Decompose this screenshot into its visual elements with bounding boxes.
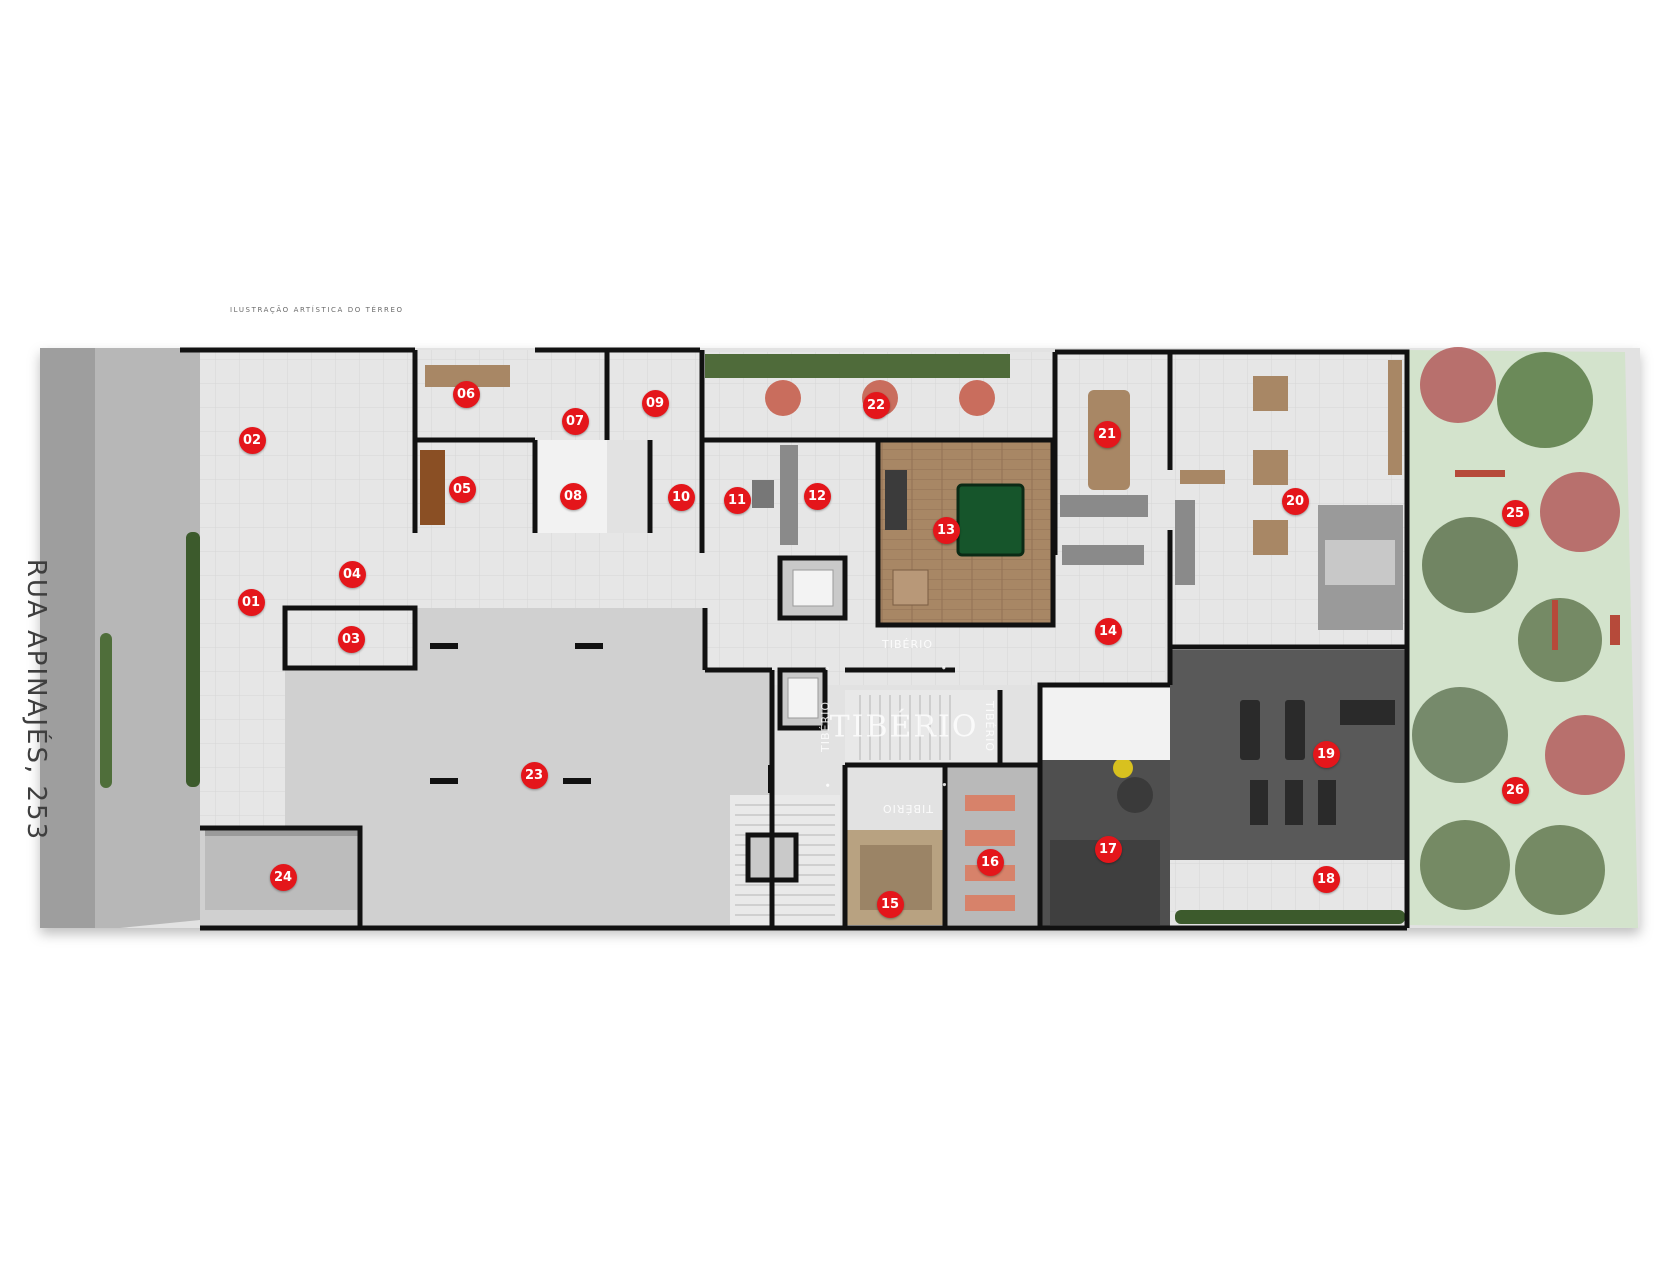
street-hedge (100, 633, 112, 788)
brand-watermark: TIBÉRIO (829, 709, 979, 745)
entrance-hedge (186, 532, 200, 787)
watermark-ring-text: TIBÉRIO (882, 802, 934, 815)
room-marker-24: 24 (269, 863, 297, 891)
watermark-ring-text: TIBÉRIO (983, 700, 997, 753)
room-marker-26: 26 (1501, 776, 1529, 804)
street-name: RUA APINAJÉS, 253 (21, 558, 51, 842)
stair-core (845, 690, 1000, 765)
foosball (885, 470, 907, 530)
room-marker-15: 15 (876, 890, 904, 918)
room-marker-16: 16 (976, 848, 1004, 876)
room-marker-08: 08 (559, 482, 587, 510)
area-01-floor (200, 533, 285, 828)
room-marker-09: 09 (641, 389, 669, 417)
room-marker-22: 22 (862, 391, 890, 419)
room-marker-02: 02 (238, 426, 266, 454)
area-02-floor (200, 350, 415, 533)
room-marker-12: 12 (803, 482, 831, 510)
room-marker-04: 04 (338, 560, 366, 588)
street-strip (40, 348, 95, 928)
room-marker-20: 20 (1281, 487, 1309, 515)
room-marker-03: 03 (337, 625, 365, 653)
room-marker-07: 07 (561, 407, 589, 435)
room-marker-01: 01 (237, 588, 265, 616)
planter-18 (1175, 910, 1405, 924)
room-marker-10: 10 (667, 483, 695, 511)
watermark-ring-text: TIBÉRIO (819, 700, 833, 753)
gym-equipment (1240, 700, 1395, 825)
room-marker-06: 06 (452, 380, 480, 408)
walls (180, 347, 1410, 931)
planter-22 (705, 354, 1010, 378)
room-marker-18: 18 (1312, 865, 1340, 893)
room-marker-11: 11 (723, 486, 751, 514)
pool-table (956, 483, 1025, 557)
room-marker-05: 05 (448, 475, 476, 503)
table-06 (425, 365, 510, 387)
room-marker-23: 23 (520, 761, 548, 789)
room-marker-21: 21 (1093, 420, 1121, 448)
sidewalk (95, 348, 200, 928)
room-marker-13: 13 (932, 516, 960, 544)
garden-trees (1412, 347, 1625, 915)
watermark-ring-text: TIBÉRIO (882, 638, 934, 651)
area-17-bath (1040, 685, 1170, 760)
room-marker-14: 14 (1094, 617, 1122, 645)
sofa-05 (420, 450, 445, 525)
plan-caption: ILUSTRAÇÃO ARTÍSTICA DO TÉRREO (230, 306, 404, 314)
room-marker-25: 25 (1501, 499, 1529, 527)
room-marker-17: 17 (1094, 835, 1122, 863)
tables-20 (1253, 376, 1288, 555)
card-table (892, 569, 929, 606)
room-marker-19: 19 (1312, 740, 1340, 768)
